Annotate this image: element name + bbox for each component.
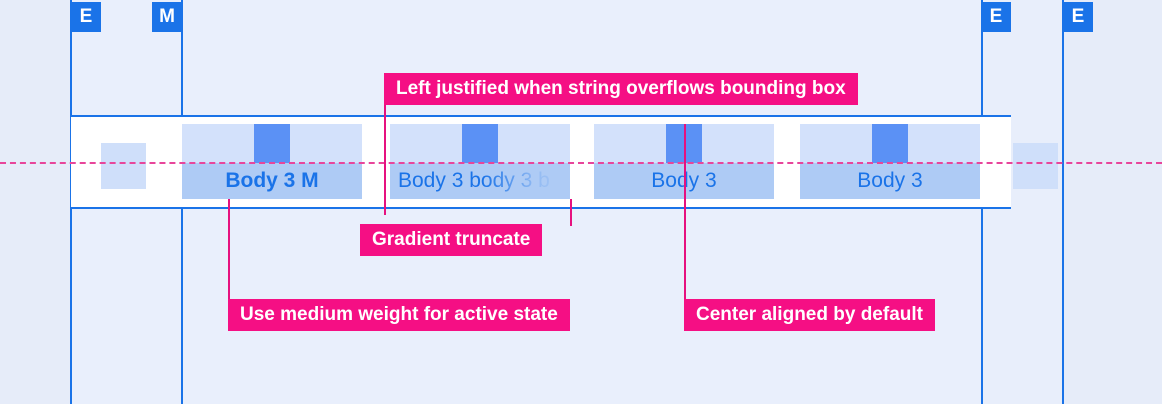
canvas-right-margin xyxy=(1064,0,1162,404)
tab-label-area-1: Body 3 M xyxy=(182,163,362,199)
tab-label-2: Body 3 body 3 b xyxy=(398,169,550,192)
tab-label-4: Body 3 xyxy=(857,169,923,192)
tab-icon-4 xyxy=(872,124,908,163)
tab-icon-2 xyxy=(462,124,498,163)
annotation-center-aligned: Center aligned by default xyxy=(684,299,935,331)
tab-label-1: Body 3 M xyxy=(225,169,319,192)
annotation-gradient-truncate: Gradient truncate xyxy=(360,224,543,256)
canvas-left-margin xyxy=(0,0,70,404)
tab-icon-1 xyxy=(254,124,290,163)
tab-item-4[interactable]: Body 3 xyxy=(800,124,980,199)
annotation-left-justified: Left justified when string overflows bou… xyxy=(384,73,858,105)
connector-center-aligned xyxy=(684,124,686,301)
tab-icon-area-4 xyxy=(800,124,980,163)
connector-gradient-truncate xyxy=(570,199,572,226)
badge-margin-left: M xyxy=(152,2,182,32)
vertical-center-guideline xyxy=(0,162,1162,164)
tab-label-3: Body 3 xyxy=(651,169,717,192)
tab-item-1[interactable]: Body 3 M xyxy=(182,124,362,199)
tab-icon-area-1 xyxy=(182,124,362,163)
endcap-left xyxy=(101,143,146,189)
connector-left-justified xyxy=(384,105,386,215)
badge-edge-right-outer: E xyxy=(1063,2,1093,32)
tab-label-area-2: Body 3 body 3 b xyxy=(390,163,570,199)
annotation-medium-weight: Use medium weight for active state xyxy=(228,299,570,331)
connector-medium-weight xyxy=(228,199,230,301)
tab-icon-area-2 xyxy=(390,124,570,163)
endcap-right xyxy=(1013,143,1058,189)
badge-edge-left: E xyxy=(71,2,101,32)
column-guide-4 xyxy=(1062,0,1064,404)
badge-edge-right-inner: E xyxy=(981,2,1011,32)
tab-label-area-4: Body 3 xyxy=(800,163,980,199)
